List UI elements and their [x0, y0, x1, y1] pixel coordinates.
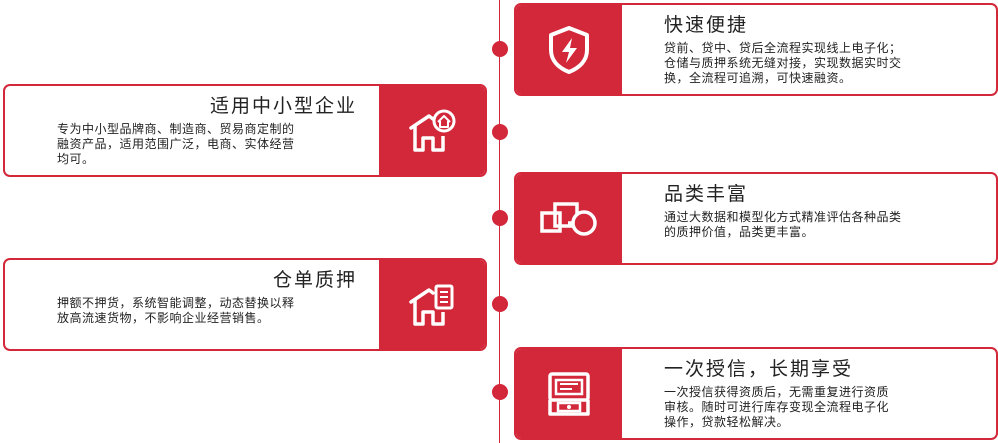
feature-card-fast: 快速便捷 贷前、贷中、贷后全流程实现线上电子化； 仓储与质押系统无缝对接，实现数…: [514, 3, 998, 96]
shapes-icon: [538, 199, 600, 239]
feature-card-sme: 适用中小型企业 专为中小型品牌商、制造商、贸易商定制的 融资产品，适用范围广泛，…: [3, 84, 487, 177]
feature-title: 品类丰富: [664, 183, 749, 205]
feature-icon-box: [516, 5, 622, 94]
feature-description: 贷前、贷中、贷后全流程实现线上电子化； 仓储与质押系统无缝对接，实现数据实时交 …: [664, 41, 902, 85]
feature-card-variety: 品类丰富 通过大数据和模型化方式精准评估各种品类 的质押价值，品类更丰富。: [514, 172, 998, 265]
feature-description: 专为中小型品牌商、制造商、贸易商定制的 融资产品，适用范围广泛，电商、实体经营 …: [57, 122, 295, 166]
feature-description: 通过大数据和模型化方式精准评估各种品类 的质押价值，品类更丰富。: [664, 210, 902, 239]
shield-lightning-icon: [546, 25, 592, 75]
timeline-dot: [492, 41, 508, 57]
feature-description: 押额不押货，系统智能调整，动态替换以释 放高流速货物，不影响企业经营销售。: [57, 296, 295, 325]
feature-description: 一次授信获得资质后，无需重复进行资质 审核。随时可进行库存变现全流程电子化 操作…: [664, 385, 890, 429]
feature-title: 仓单质押: [272, 269, 357, 291]
feature-icon-box: [379, 260, 485, 349]
feature-card-credit: 一次授信，长期享受 一次授信获得资质后，无需重复进行资质 审核。随时可进行库存变…: [514, 347, 998, 440]
feature-title: 快速便捷: [664, 14, 749, 36]
feature-icon-box: [516, 349, 622, 438]
feature-card-warehouse: 仓单质押 押额不押货，系统智能调整，动态替换以释 放高流速货物，不影响企业经营销…: [3, 258, 487, 351]
timeline-dot: [492, 296, 508, 312]
feature-title: 一次授信，长期享受: [664, 358, 854, 380]
timeline-dot: [492, 124, 508, 140]
house-home-icon: [407, 108, 457, 154]
feature-title: 适用中小型企业: [209, 95, 357, 117]
house-document-icon: [407, 282, 457, 328]
timeline-dot: [492, 384, 508, 400]
feature-icon-box: [516, 174, 622, 263]
atm-machine-icon: [546, 371, 592, 417]
timeline-dot: [492, 210, 508, 226]
feature-icon-box: [379, 86, 485, 175]
